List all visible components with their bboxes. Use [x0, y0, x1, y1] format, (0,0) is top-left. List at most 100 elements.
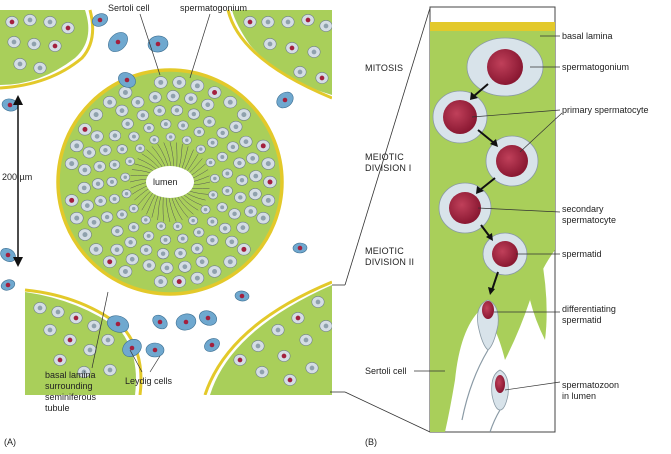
stage-meiotic2-line1: MEIOTIC [365, 246, 404, 256]
germ-cell-nucleus [168, 135, 173, 139]
germ-cell-nucleus [87, 347, 93, 353]
basal-lamina-top-left [0, 9, 95, 90]
label-sertoli-cell-a: Sertoli cell [108, 3, 150, 13]
germ-cell-nucleus [297, 69, 303, 75]
germ-cell-nucleus [128, 240, 133, 245]
germ-cell-nucleus [220, 155, 225, 159]
germ-cell-nucleus [195, 246, 200, 251]
germ-cell-nucleus [120, 212, 124, 217]
label-basal-lamina-b: basal lamina [562, 31, 613, 41]
germ-cell-nucleus [210, 219, 215, 224]
leydig-cell-nucleus [239, 293, 245, 299]
lumen-center [146, 166, 194, 198]
differentiating-spermatid-tail [461, 349, 489, 421]
label-sertoli-cell-b: Sertoli cell [365, 366, 407, 376]
germ-cell-nucleus [105, 337, 111, 343]
germ-cell-nucleus [207, 119, 212, 124]
label-differentiating-1: differentiating [562, 304, 616, 314]
label-basal-lamina-2: surrounding [45, 381, 93, 391]
progression-arrows [473, 83, 499, 291]
germ-cell-nucleus [191, 218, 195, 223]
germ-cell-nucleus [82, 232, 88, 238]
germ-cell-nucleus [220, 130, 225, 136]
germ-cell-nucleus [191, 111, 197, 117]
panel-a-label: (A) [4, 437, 16, 447]
germ-cell-nucleus [295, 315, 301, 321]
label-scale: 200 µm [2, 172, 32, 182]
germ-cell-nucleus [52, 43, 58, 49]
label-primary-spermatocyte: primary spermatocyte [562, 105, 649, 115]
panel-b-label: (B) [365, 437, 377, 447]
label-secondary-2: spermatocyte [562, 215, 616, 225]
germ-cell-nucleus [131, 225, 136, 230]
germ-cell-nucleus [55, 309, 61, 315]
germ-cell-nucleus [129, 256, 135, 262]
germ-cell-nucleus [37, 305, 43, 311]
germ-cell-nucleus [174, 108, 180, 113]
germ-cell-nucleus [122, 90, 128, 95]
germ-cell-nucleus [47, 327, 53, 333]
germ-cell-nucleus [323, 23, 329, 29]
germ-cell-nucleus [47, 19, 53, 25]
germ-cell-nucleus [138, 146, 142, 151]
spermatogonium-nucleus [487, 49, 523, 85]
leydig-cell-nucleus [152, 347, 158, 353]
leydig-cell-nucleus [183, 319, 189, 325]
germ-cell-nucleus [157, 108, 162, 113]
germ-cell-nucleus [84, 203, 90, 208]
germ-cell-nucleus [323, 323, 329, 329]
germ-cell-nucleus [260, 143, 266, 149]
germ-cell-nucleus [222, 226, 228, 231]
leydig-cell-nucleus [282, 97, 288, 103]
germ-cell-nucleus [37, 65, 43, 71]
germ-cell-nucleus [213, 176, 217, 181]
germ-cell-nucleus [82, 126, 88, 132]
leydig-cell-nucleus [115, 39, 121, 45]
stage-meiotic2-line2: DIVISION II [365, 257, 414, 267]
germ-cell-nucleus [230, 144, 236, 150]
germ-cell-nucleus [170, 93, 176, 99]
germ-cell-nucleus [252, 191, 258, 197]
germ-cell-nucleus [158, 79, 164, 85]
germ-cell-nucleus [305, 17, 311, 23]
germ-cell-nucleus [93, 112, 99, 118]
germ-cell-nucleus [311, 49, 317, 55]
leydig-cell-nucleus [129, 345, 135, 351]
germ-cell-nucleus [11, 39, 17, 45]
germ-cell-nucleus [188, 96, 194, 101]
germ-cell-nucleus [107, 99, 113, 105]
germ-cell-nucleus [91, 323, 97, 329]
germ-cell-nucleus [104, 214, 110, 220]
germ-cell-nucleus [176, 279, 182, 285]
germ-cell-nucleus [158, 279, 164, 285]
germ-cell-nucleus [241, 246, 247, 252]
germ-cell-nucleus [250, 156, 256, 161]
label-basal-lamina-4: tubule [45, 403, 70, 413]
germ-cell-nucleus [69, 161, 75, 167]
germ-cell-nucleus [229, 239, 235, 245]
sertoli-process [530, 250, 547, 340]
germ-cell-nucleus [123, 175, 128, 179]
primary-spermatocyte-1-nucleus [443, 100, 477, 134]
germ-cell-nucleus [131, 134, 136, 139]
tubule-fragment-top-right [232, 10, 332, 95]
basal-lamina-b [430, 22, 555, 31]
stage-mitosis: MITOSIS [365, 63, 403, 73]
tubule-fragment-bottom-right [210, 285, 332, 395]
leydig-cell-nucleus [124, 77, 130, 83]
label-differentiating-2: spermatid [562, 315, 602, 325]
germ-cell-nucleus [182, 264, 188, 270]
germ-cell-nucleus [275, 327, 281, 333]
germ-cell-nucleus [212, 90, 218, 95]
panel-b [429, 6, 556, 433]
germ-cell-nucleus [225, 171, 230, 176]
germ-cell-nucleus [287, 377, 293, 383]
spermatozoon-tail [489, 409, 501, 433]
germ-cell-nucleus [237, 357, 243, 363]
germ-cell-nucleus [210, 238, 215, 243]
germ-cell-nucleus [205, 102, 211, 108]
germ-cell-nucleus [185, 138, 189, 143]
germ-cell-nucleus [233, 124, 239, 130]
germ-cell-nucleus [112, 133, 118, 138]
